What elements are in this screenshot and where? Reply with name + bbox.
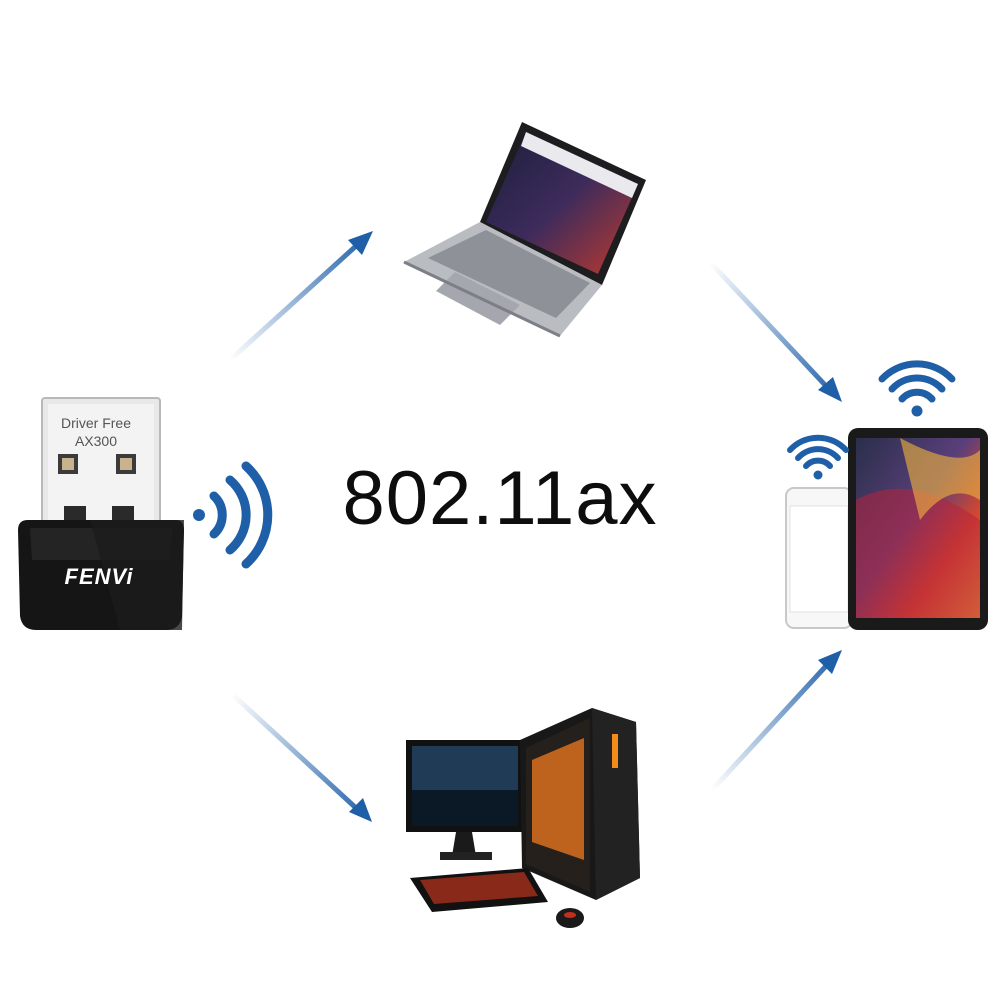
wifi-icon: [787, 434, 849, 480]
arrow-pc-to-tablet: [710, 650, 842, 792]
arrow-dongle-to-pc: [230, 692, 372, 822]
headline-text: 802.11ax: [342, 456, 658, 541]
dongle-brand: FENVi: [65, 564, 134, 589]
arrow-laptop-to-tablet: [708, 260, 842, 402]
dongle-label-line2: AX300: [75, 433, 117, 449]
tablet-icon: [848, 428, 988, 630]
dongle-label-line1: Driver Free: [61, 415, 131, 431]
wifi-icon: [193, 461, 273, 569]
laptop-icon: [403, 122, 646, 338]
phone-icon: [785, 487, 853, 629]
arrow-dongle-to-laptop: [228, 231, 373, 362]
desktop-pc-icon: [406, 708, 640, 928]
wifi-icon: [878, 360, 956, 417]
usb-wifi-dongle: Driver Free AX300 FENVi: [18, 397, 184, 630]
